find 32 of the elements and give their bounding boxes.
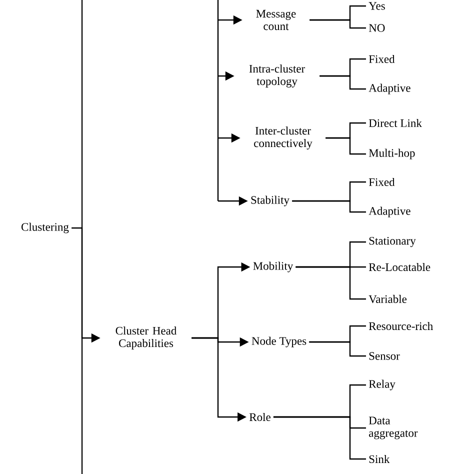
bracket-line xyxy=(326,137,366,155)
category-label: Role xyxy=(249,412,270,422)
option-label: Resource-rich xyxy=(368,322,433,330)
option-label: Adaptive xyxy=(368,84,410,94)
category-label: Message count xyxy=(256,10,296,30)
category-label: Mobility xyxy=(253,262,294,272)
bracket-line xyxy=(310,19,366,29)
option-label: Data aggregator xyxy=(368,416,418,440)
bracket-line xyxy=(292,200,366,213)
option-label: Sink xyxy=(369,454,390,464)
bracket-line xyxy=(309,341,366,357)
category-label: Stability xyxy=(251,196,290,206)
option-label: Stationary xyxy=(369,236,416,248)
option-label: Yes xyxy=(368,2,385,10)
category-label: Cluster Head Capabilities xyxy=(116,326,177,350)
option-label: Fixed xyxy=(368,54,395,64)
category-label: Node Types xyxy=(252,336,306,348)
bracket-line xyxy=(320,75,366,90)
option-label: Relay xyxy=(368,380,396,390)
category-label: Inter-cluster connectively xyxy=(254,126,312,150)
bracket-line xyxy=(273,416,366,460)
category-label: Clustering xyxy=(22,222,69,234)
option-label: Re-Locatable xyxy=(368,262,430,272)
option-label: Sensor xyxy=(369,352,400,360)
option-label: Fixed xyxy=(368,178,395,186)
option-label: Adaptive xyxy=(368,206,410,218)
option-label: Variable xyxy=(368,294,407,304)
bracket-line xyxy=(296,266,366,300)
option-label: Direct Link xyxy=(368,118,422,128)
category-label: Intra-cluster topology xyxy=(249,64,305,88)
option-label: Multi-hop xyxy=(368,148,415,160)
option-label: NO xyxy=(368,24,385,32)
